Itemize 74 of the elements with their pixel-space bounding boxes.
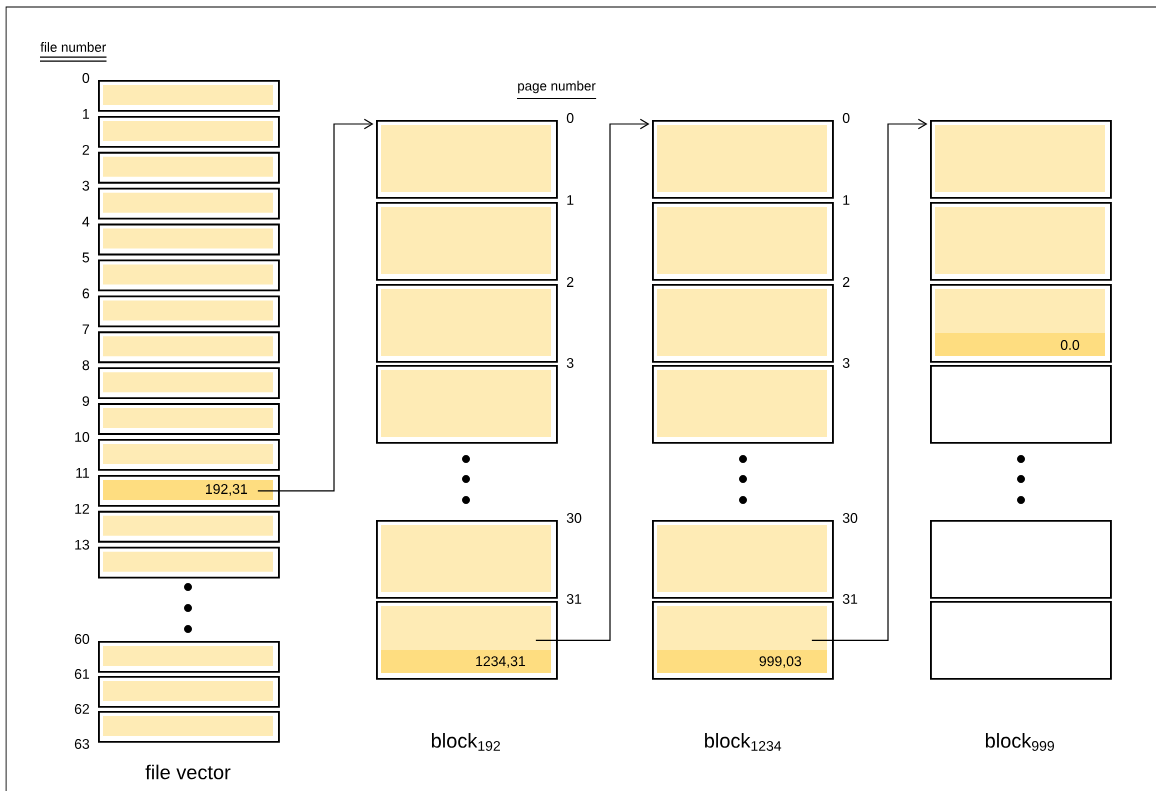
slot-box bbox=[98, 439, 280, 471]
page-number: 1 bbox=[843, 195, 850, 205]
slot-box bbox=[930, 120, 1112, 199]
file-number: 8 bbox=[82, 360, 90, 371]
slot-box bbox=[98, 331, 280, 364]
slot-box bbox=[652, 120, 834, 199]
page-number: 31 bbox=[842, 594, 858, 604]
slot-box bbox=[376, 284, 558, 363]
file-number: 12 bbox=[75, 503, 89, 514]
slot-box bbox=[98, 115, 280, 148]
slot-box bbox=[98, 259, 280, 292]
slot-box bbox=[98, 641, 280, 673]
page-number: 31 bbox=[566, 594, 582, 604]
slot-box bbox=[652, 284, 834, 363]
file-number: 2 bbox=[82, 144, 89, 155]
arrow bbox=[535, 118, 650, 642]
page-number: 30 bbox=[566, 513, 582, 523]
file-number: 3 bbox=[82, 180, 90, 191]
slot-box bbox=[652, 202, 834, 281]
slot-box bbox=[98, 711, 280, 743]
slot-box bbox=[930, 365, 1112, 444]
slot-box: 192,31 bbox=[98, 474, 280, 507]
file-number: 61 bbox=[74, 669, 90, 679]
file-number: 1 bbox=[83, 109, 90, 119]
page-number: 3 bbox=[566, 358, 574, 368]
slot-box bbox=[98, 223, 280, 256]
arrow bbox=[257, 118, 374, 492]
slot-box bbox=[930, 520, 1112, 599]
slot-box bbox=[98, 295, 280, 328]
file-number: 7 bbox=[82, 324, 89, 335]
slot-box bbox=[98, 151, 280, 184]
caption: block$_{999}$ bbox=[985, 733, 1054, 751]
file-number: 13 bbox=[75, 539, 90, 550]
page-number: 30 bbox=[842, 513, 858, 523]
heading: file number bbox=[39, 42, 108, 62]
page-number: 1 bbox=[567, 195, 574, 205]
heading: page number bbox=[516, 80, 597, 99]
slot-box bbox=[376, 520, 558, 599]
file-number: 62 bbox=[74, 704, 89, 714]
file-number: 5 bbox=[82, 252, 90, 263]
page-number: 2 bbox=[843, 277, 850, 287]
file-number: 11 bbox=[76, 468, 90, 478]
arrow bbox=[811, 118, 928, 642]
slot-box: 999,03 bbox=[652, 601, 834, 680]
caption: block$_{1234}$ bbox=[705, 733, 782, 751]
slot-box bbox=[98, 403, 280, 435]
file-number: 0 bbox=[82, 73, 90, 83]
page-number: 2 bbox=[567, 277, 574, 287]
slot-box bbox=[376, 365, 558, 444]
slot-box: 1234,31 bbox=[376, 601, 558, 680]
slot-box bbox=[98, 187, 280, 220]
page-number: 0 bbox=[566, 113, 574, 123]
slot-box bbox=[98, 367, 280, 400]
file-number: 9 bbox=[82, 396, 90, 407]
slot-box bbox=[98, 676, 280, 708]
slot-box bbox=[98, 546, 280, 579]
caption: block$_{192}$ bbox=[431, 733, 500, 751]
page-number: 3 bbox=[842, 358, 850, 368]
file-number: 60 bbox=[74, 634, 90, 644]
slot-box bbox=[376, 120, 558, 199]
slot-box bbox=[98, 80, 280, 112]
slot-box bbox=[652, 520, 834, 599]
file-number: 6 bbox=[82, 288, 90, 299]
slot-box bbox=[376, 202, 558, 281]
file-number: 63 bbox=[74, 739, 90, 749]
file-number: 4 bbox=[82, 216, 90, 227]
page-number: 0 bbox=[842, 113, 850, 123]
slot-box: 0.0 bbox=[930, 284, 1112, 363]
caption: file vector bbox=[145, 764, 231, 780]
slot-box bbox=[652, 365, 834, 444]
slot-box bbox=[930, 601, 1112, 680]
slot-box bbox=[98, 510, 280, 543]
file-number: 10 bbox=[75, 432, 90, 442]
slot-box bbox=[930, 202, 1112, 281]
